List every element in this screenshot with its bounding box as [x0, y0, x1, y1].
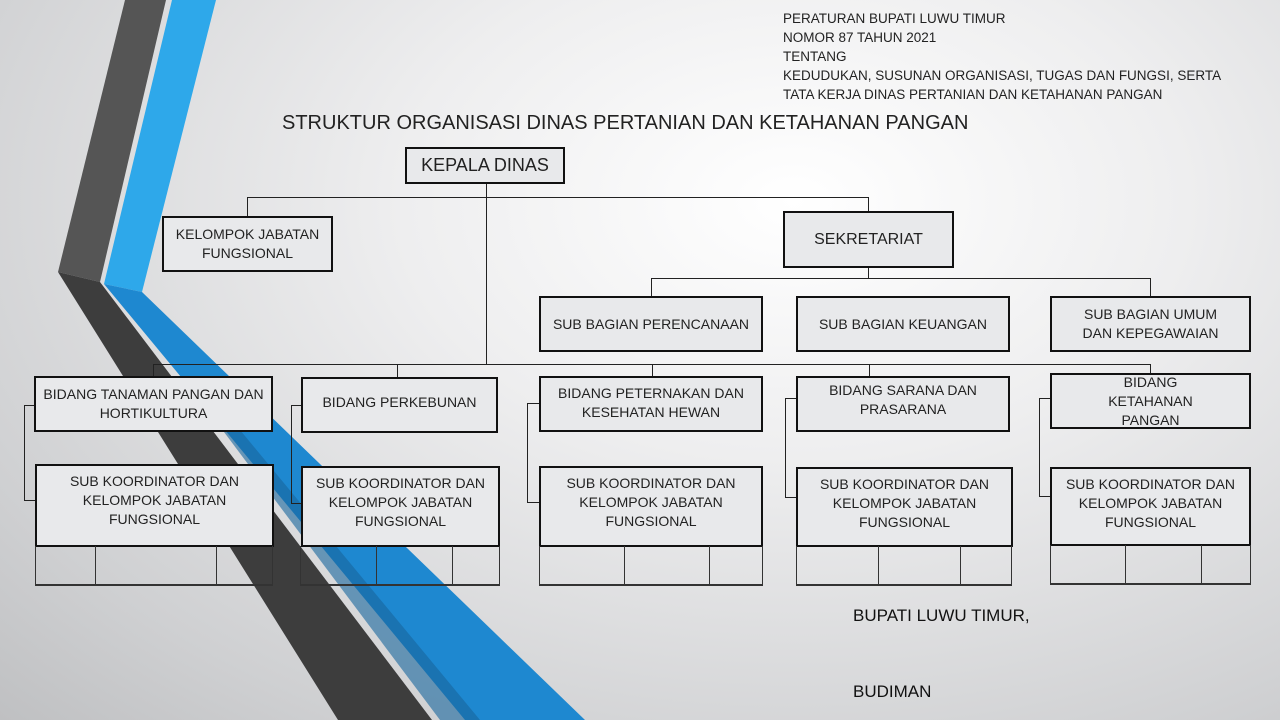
blue-stripe-upper — [104, 0, 216, 292]
connector — [247, 197, 248, 216]
signature-name: BUDIMAN — [853, 682, 932, 701]
node-sub-koordinator: SUB KOORDINATOR DAN KELOMPOK JABATAN FUN… — [301, 466, 500, 547]
node-sub-koordinator: SUB KOORDINATOR DAN KELOMPOK JABATAN FUN… — [35, 464, 274, 547]
connector — [652, 364, 653, 376]
node-bidang: BIDANG SARANA DAN PRASARANA — [796, 376, 1010, 432]
sub-unit-table — [300, 546, 500, 586]
node-bidang: BIDANG TANAMAN PANGAN DAN HORTIKULTURA — [34, 376, 273, 432]
connector — [291, 503, 301, 504]
header-line: NOMOR 87 TAHUN 2021 — [783, 30, 937, 45]
connector — [1150, 364, 1151, 373]
node-sub-bagian-perencanaan: SUB BAGIAN PERENCANAAN — [539, 296, 763, 352]
connector — [527, 502, 539, 503]
node-sub-bagian-umum: SUB BAGIAN UMUM DAN KEPEGAWAIAN — [1050, 296, 1251, 352]
connector — [651, 278, 652, 296]
node-bidang: BIDANG PERKEBUNAN — [301, 377, 498, 433]
header-line: TATA KERJA DINAS PERTANIAN DAN KETAHANAN… — [783, 87, 1163, 102]
sub-unit-table — [796, 546, 1012, 586]
connector — [24, 500, 35, 501]
node-bidang: BIDANG KETAHANAN PANGAN — [1050, 373, 1251, 429]
connector — [868, 267, 869, 278]
sub-unit-table — [1050, 545, 1251, 585]
chart-title: STRUKTUR ORGANISASI DINAS PERTANIAN DAN … — [282, 112, 969, 134]
connector — [651, 278, 1151, 279]
node-sub-koordinator: SUB KOORDINATOR DAN KELOMPOK JABATAN FUN… — [796, 467, 1013, 547]
connector — [868, 197, 869, 211]
node-kelompok-jabatan-fungsional: KELOMPOK JABATAN FUNGSIONAL — [162, 216, 333, 272]
sub-unit-table — [539, 546, 763, 586]
connector — [785, 398, 786, 497]
dark-stripe-upper — [58, 0, 166, 282]
connector — [527, 403, 539, 404]
node-kepala-dinas: KEPALA DINAS — [405, 147, 565, 184]
connector — [1150, 278, 1151, 296]
regulation-header: PERATURAN BUPATI LUWU TIMUR NOMOR 87 TAH… — [783, 9, 1221, 104]
node-sub-koordinator: SUB KOORDINATOR DAN KELOMPOK JABATAN FUN… — [1050, 467, 1251, 546]
connector — [24, 405, 34, 406]
connector — [153, 364, 154, 376]
node-sub-bagian-keuangan: SUB BAGIAN KEUANGAN — [796, 296, 1010, 352]
node-bidang: BIDANG PETERNAKAN DAN KESEHATAN HEWAN — [539, 376, 763, 432]
connector — [291, 405, 301, 406]
node-sub-koordinator: SUB KOORDINATOR DAN KELOMPOK JABATAN FUN… — [539, 466, 763, 547]
header-line: PERATURAN BUPATI LUWU TIMUR — [783, 11, 1006, 26]
header-line: TENTANG — [783, 49, 847, 64]
connector — [397, 364, 398, 377]
node-sekretariat: SEKRETARIAT — [783, 211, 954, 268]
header-line: KEDUDUKAN, SUSUNAN ORGANISASI, TUGAS DAN… — [783, 68, 1222, 83]
connector — [1039, 398, 1050, 399]
sub-unit-table — [35, 546, 273, 586]
connector — [869, 364, 870, 376]
connector — [527, 403, 528, 502]
connector — [24, 405, 25, 500]
connector — [785, 497, 796, 498]
signature-title: BUPATI LUWU TIMUR, — [853, 606, 1030, 625]
connector — [1039, 398, 1040, 496]
blue-stripe-shadow — [215, 420, 480, 720]
connector — [247, 197, 869, 198]
connector — [1039, 496, 1050, 497]
connector — [291, 405, 292, 503]
connector — [486, 183, 487, 364]
connector — [785, 398, 796, 399]
